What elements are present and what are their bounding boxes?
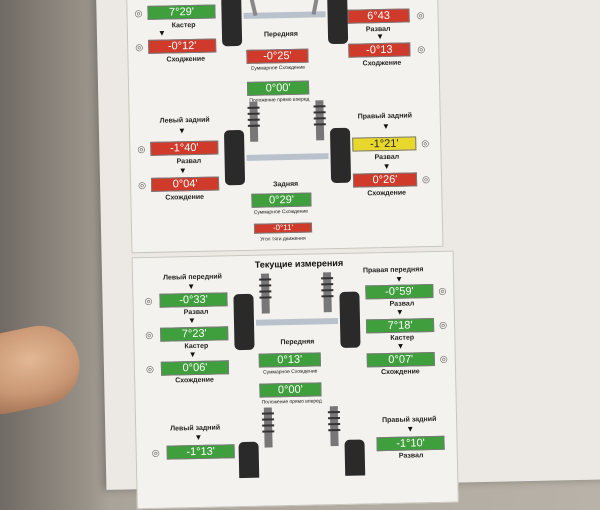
rear-left-camber-bar: -1°13' [166,444,235,460]
front-right-camber-bar: -0°59' [365,284,434,300]
front-right-toe-bar: -0°13 [348,42,411,58]
wheel-icon: ◎ [417,44,426,55]
arrow-icon: ▼ [396,341,405,351]
current-measurements-title: Текущие измерения [254,257,344,270]
rear-total-toe-bar: 0°29' [251,192,312,208]
front-right-title: Правая передняя [362,266,424,275]
arrow-icon: ▼ [187,281,196,292]
front-left-toe-label: Сходжение [166,55,206,64]
rear-right-camber-label: Развал [374,153,400,162]
front-center-label: Передняя [280,338,315,347]
arrow-icon: ▼ [395,307,404,317]
rear-total-toe-label: Суммарное Схождение [253,208,309,216]
arrow-icon: ▼ [395,274,404,284]
front-left-toe-bar: -0°12' [148,38,217,54]
front-total-toe-label: Суммарное Схождение [262,368,318,376]
thrust-angle-bar: -0°11' [253,222,313,234]
front-steer-bar: 0°00' [259,382,322,398]
arrow-icon: ▼ [381,121,390,132]
front-total-toe-label: Суммарное Схождение [250,64,306,72]
alignment-printout: 7°29' Кастер ▼ -0°12' Сходжение ◎ ◎ 47 6… [96,0,600,510]
front-left-caster-label: Кастер [171,21,196,30]
rear-left-toe-bar: 0°04' [150,176,220,192]
rear-left-title: Левый задний [159,116,210,125]
wheel-icon: ◎ [439,353,448,364]
wheel-icon: ◎ [145,363,154,375]
front-left-title: Левый передний [162,273,223,282]
wheel-icon: ◎ [135,42,144,53]
rear-right-title: Правый задний [357,112,413,121]
front-axle-drawing [221,0,349,47]
arrow-icon: ▼ [382,161,391,172]
previous-measurements-panel: 7°29' Кастер ▼ -0°12' Сходжение ◎ ◎ 47 6… [125,0,444,254]
rear-right-toe-bar: 0°26' [352,172,418,188]
rear-left-camber-label: Развал [176,157,202,166]
arrow-icon: ▼ [157,28,166,38]
rear-right-camber-label: Развал [398,452,424,460]
rear-left-camber-bar: -1°40' [150,140,219,156]
wheel-icon: ◎ [137,144,146,155]
arrow-icon: ▼ [188,349,197,360]
wheel-icon: ◎ [145,329,154,341]
rear-right-camber-bar: -1°10' [376,435,445,452]
wheel-icon: ◎ [439,319,448,330]
front-right-caster-bar: 7°18' [365,317,435,334]
front-steer-bar: 0°00' [246,80,310,96]
front-right-toe-label: Схождение [381,368,420,377]
front-right-toe-label: Сходжение [362,59,402,68]
thumb [0,318,88,422]
wheel-icon: ◎ [421,174,431,185]
arrow-icon: ▼ [194,432,203,443]
front-left-toe-label: Схождение [175,376,214,385]
wheel-icon: ◎ [438,285,447,296]
rear-right-toe-label: Схождение [367,189,407,198]
wheel-icon: ◎ [416,10,425,21]
front-left-camber-label: Развал [183,308,209,317]
wheel-icon: ◎ [138,179,147,191]
wheel-icon: ◎ [144,295,153,307]
front-right-camber-bar: 6°43 [347,8,410,24]
arrow-icon: ▼ [177,126,186,136]
front-total-toe-bar: 0°13' [258,352,321,368]
rear-right-camber-bar: -1°21' [352,136,417,152]
rear-center-label: Задняя [273,180,299,189]
front-steer-label: Положение прямо вперед [261,398,322,406]
front-total-toe-bar: -0°25' [246,48,309,64]
thrust-angle-label: Угол тяги движения [260,235,306,243]
rear-axle-drawing [224,100,351,186]
arrow-icon: ▼ [178,166,187,176]
front-left-caster-bar: 7°23' [160,326,229,342]
front-right-toe-bar: 0°07' [366,351,435,368]
rear-left-toe-label: Схождение [165,193,205,202]
wheel-icon: ◎ [151,447,160,458]
arrow-icon: ▼ [375,31,385,42]
current-measurements-panel: Текущие измерения Левый передний ▼ -0°33… [131,250,459,510]
arrow-icon: ▼ [187,315,196,326]
front-center-label: Передняя [263,30,298,39]
rear-axle-drawing [238,406,366,479]
wheel-icon: ◎ [134,8,143,19]
front-axle-drawing [233,272,361,351]
rear-left-title: Левый задний [170,424,221,433]
arrow-icon: ▼ [406,424,415,434]
front-left-toe-bar: 0°06' [160,360,230,376]
front-left-camber-bar: -0°33' [159,292,228,308]
rear-right-title: Правый задний [382,415,437,425]
wheel-icon: ◎ [421,138,430,149]
front-left-caster-bar: 7°29' [147,4,216,20]
